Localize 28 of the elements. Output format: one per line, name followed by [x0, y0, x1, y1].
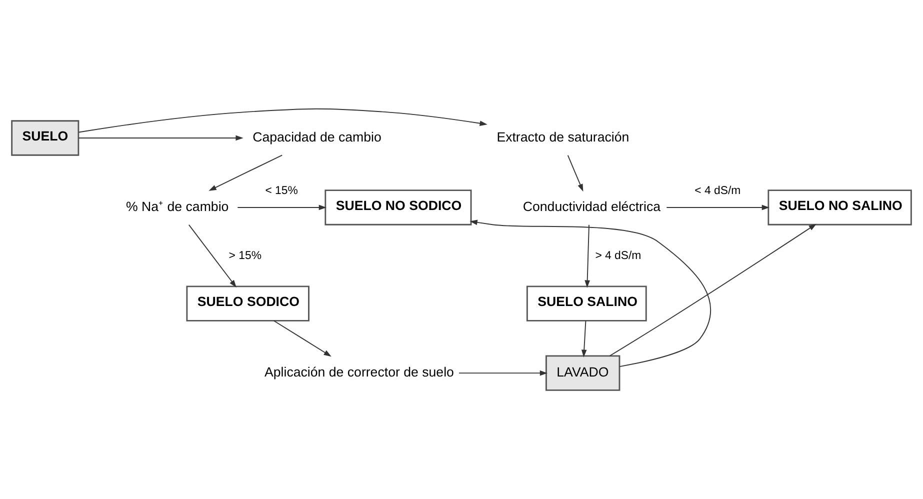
- arrow: [78, 135, 244, 141]
- arrow: [237, 204, 326, 210]
- node-box: SUELO NO SALINO: [768, 190, 912, 226]
- arrow: [188, 224, 236, 288]
- edge-label: < 15%: [265, 185, 298, 198]
- arrow: [78, 108, 488, 133]
- arrow: [273, 320, 332, 357]
- node-box: SUELO NO SODICO: [324, 190, 472, 226]
- node-text: Aplicación de corrector de suelo: [264, 364, 454, 380]
- edge-label: < 4 dS/m: [694, 185, 741, 198]
- node-box: SUELO SODICO: [186, 286, 310, 322]
- node-box: LAVADO: [545, 355, 620, 391]
- node-text: % Na⁺ de cambio: [126, 198, 229, 214]
- arrow: [208, 154, 283, 191]
- arrow: [470, 220, 712, 368]
- node-box: SUELO: [11, 120, 80, 156]
- node-text: Capacidad de cambio: [252, 130, 382, 145]
- node-box: SUELO SALINO: [526, 286, 647, 322]
- arrow: [458, 370, 548, 376]
- arrow: [567, 154, 584, 192]
- arrow: [609, 224, 816, 356]
- edge-label: > 4 dS/m: [595, 250, 642, 262]
- arrow: [666, 204, 770, 210]
- arrow: [581, 320, 587, 358]
- edge-label: > 15%: [228, 250, 262, 262]
- node-text: Conductividad eléctrica: [522, 198, 661, 214]
- arrow: [584, 224, 590, 288]
- node-text: Extracto de saturación: [496, 130, 630, 145]
